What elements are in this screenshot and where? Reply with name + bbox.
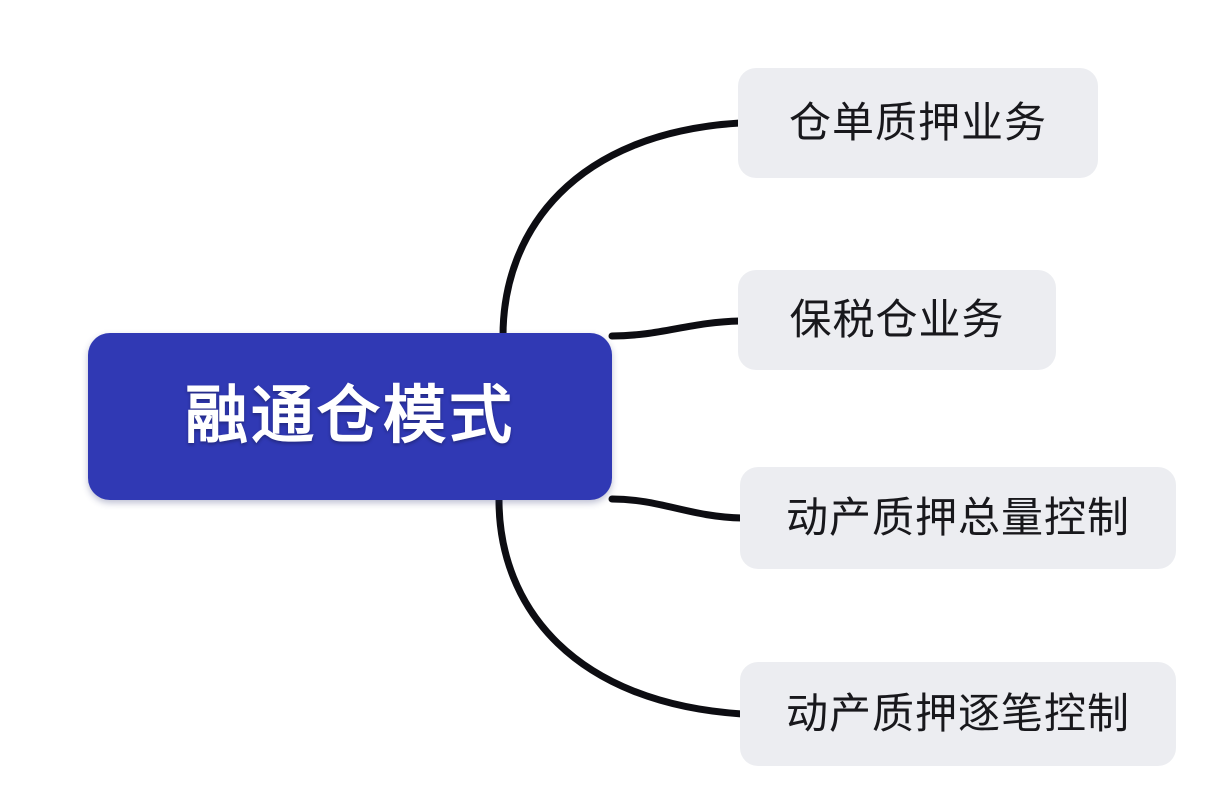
connector-root-to-child-3 [608,495,746,522]
child-node-2-label: 保税仓业务 [789,296,1005,343]
connector-root-to-child-4 [495,496,746,718]
connector-root-to-child-2 [608,317,744,340]
child-node-4-label: 动产质押逐笔控制 [785,690,1130,737]
child-node-2[interactable]: 保税仓业务 [738,270,1056,370]
child-node-1[interactable]: 仓单质押业务 [738,68,1098,178]
connector-root-to-child-1 [499,119,744,340]
child-node-3[interactable]: 动产质押总量控制 [740,467,1176,569]
root-node[interactable]: 融通仓模式 [88,333,612,500]
root-node-label: 融通仓模式 [185,381,515,451]
child-node-1-label: 仓单质押业务 [788,99,1047,146]
child-node-3-label: 动产质押总量控制 [785,494,1130,541]
child-node-4[interactable]: 动产质押逐笔控制 [740,662,1176,766]
